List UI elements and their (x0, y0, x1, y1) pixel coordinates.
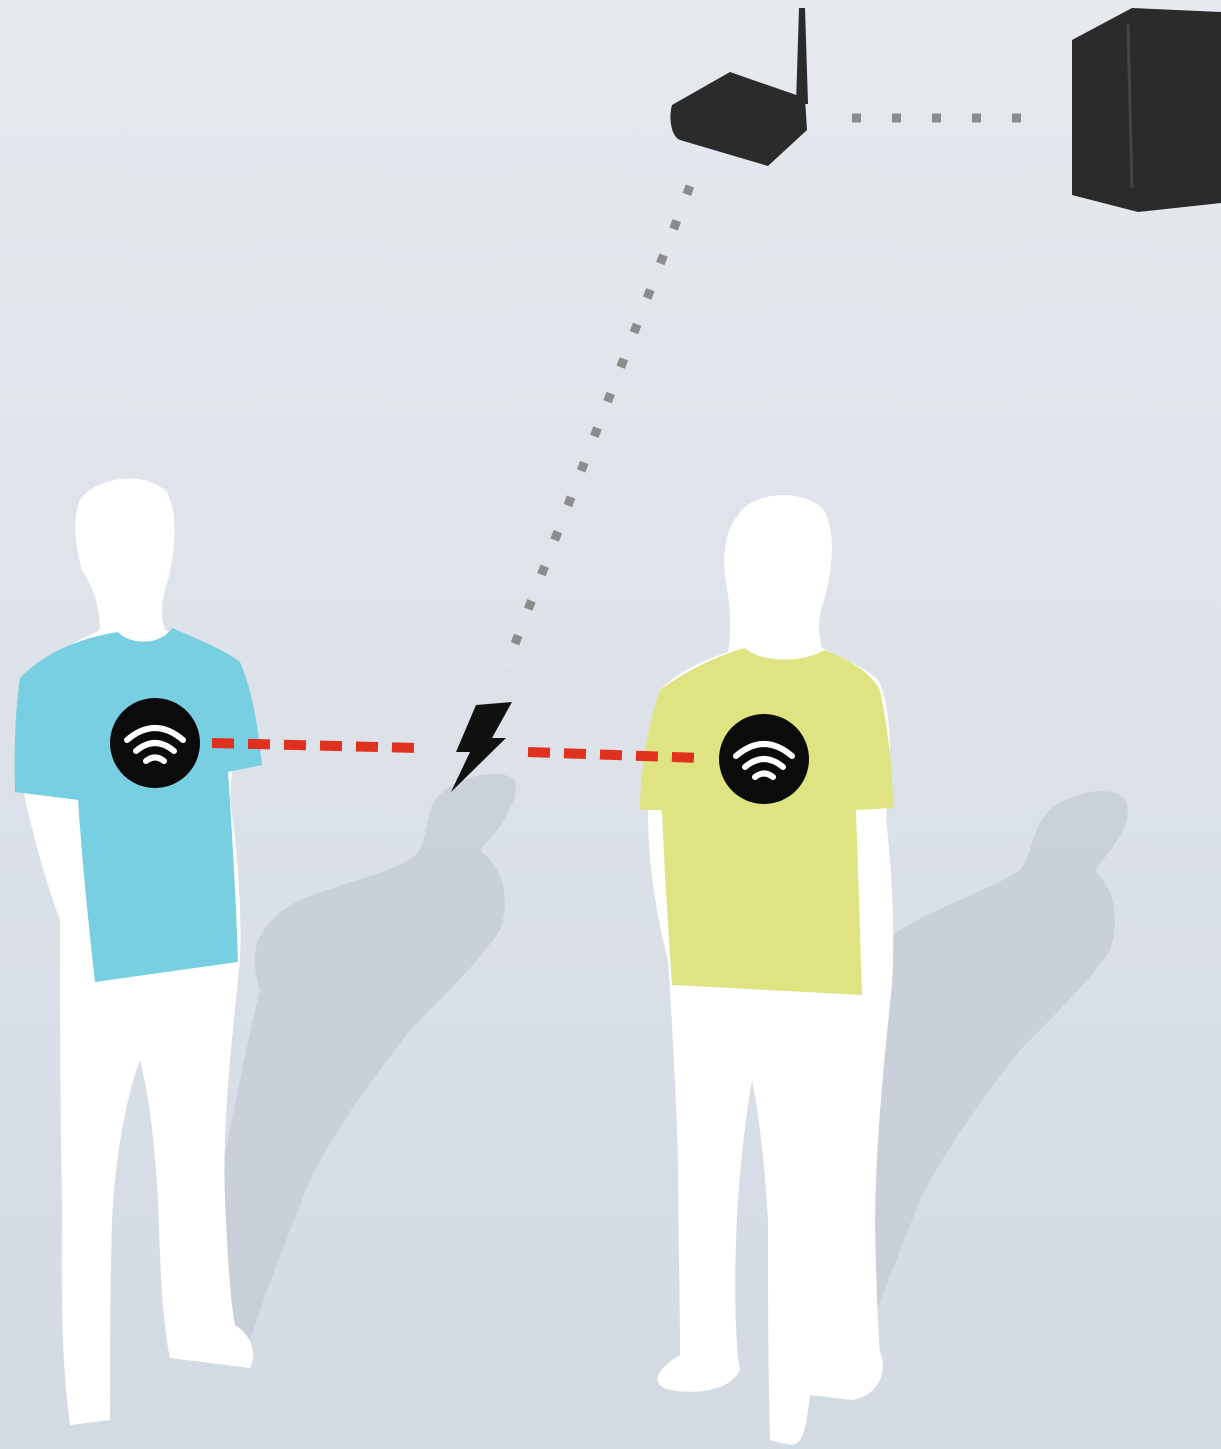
server-tower-icon (1072, 8, 1221, 212)
shirt-right (640, 648, 893, 995)
wifi-badge-left (110, 698, 200, 788)
wifi-badge-right (719, 714, 809, 804)
